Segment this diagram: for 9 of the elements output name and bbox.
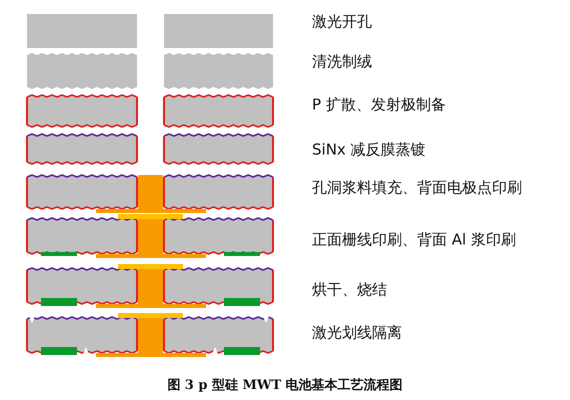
process-step-label: 孔洞浆料填充、背面电极点印刷 [312,178,522,198]
process-step-label: SiNx 减反膜蒸镀 [312,140,426,160]
process-step-label: 烘干、烧结 [312,280,387,300]
process-step-label: 激光开孔 [312,12,372,32]
process-step-label: 清洗制绒 [312,52,372,72]
process-step-label: 激光划线隔离 [312,324,402,342]
process-step-label: 正面栅线印刷、背面 Al 浆印刷 [312,230,516,250]
process-step-label: P 扩散、发射极制备 [312,96,446,114]
figure-caption: 图 3 p 型硅 MWT 电池基本工艺流程图 [166,376,404,394]
